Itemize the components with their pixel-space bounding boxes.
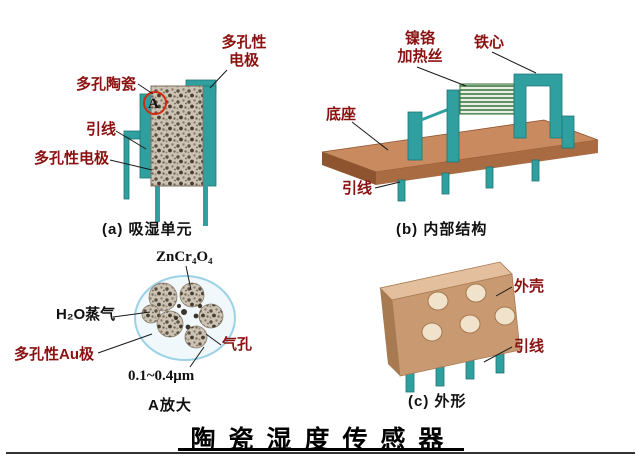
label-porous-electrode-bottom: 多孔性电极: [34, 150, 110, 167]
label-h2o-vapor: H₂O蒸气: [56, 306, 116, 323]
label-porous-au-electrode: 多孔性Au极: [14, 346, 94, 363]
fig-c-drawing: [379, 261, 521, 393]
label-pore: 气孔: [222, 336, 253, 353]
label-pore-size: 0.1~0.4μm: [128, 368, 195, 384]
title-underline: [178, 448, 464, 451]
label-zncr4o4: ZnCr₄O₄: [156, 249, 213, 265]
label-lead-wire-a: 引线: [86, 121, 117, 138]
caption-fig-c: (c) 外形: [408, 393, 467, 410]
label-lead-wire-c: 引线: [514, 338, 545, 355]
label-point-a: A: [148, 96, 159, 112]
label-porous-ceramic: 多孔陶瓷: [76, 76, 137, 93]
label-porous-electrode-top: 多孔性 电极: [221, 34, 267, 69]
label-nichrome-heater: 镍铬 加热丝: [397, 30, 443, 65]
bottom-rule: [6, 452, 635, 454]
caption-fig-a: (a) 吸湿单元: [102, 221, 193, 238]
label-shell: 外壳: [514, 278, 545, 295]
label-base: 底座: [326, 106, 357, 123]
fig-zoom-drawing: [134, 275, 236, 361]
leader-lines: [97, 51, 537, 368]
label-lead-wire-b: 引线: [342, 180, 373, 197]
caption-fig-b: (b) 内部结构: [396, 221, 488, 238]
fig-a-drawing: [123, 79, 217, 226]
fig-b-drawing: [321, 73, 599, 202]
marker-a-circle: [143, 91, 167, 115]
caption-fig-zoom: A放大: [148, 397, 192, 414]
label-iron-core: 铁心: [474, 34, 505, 51]
